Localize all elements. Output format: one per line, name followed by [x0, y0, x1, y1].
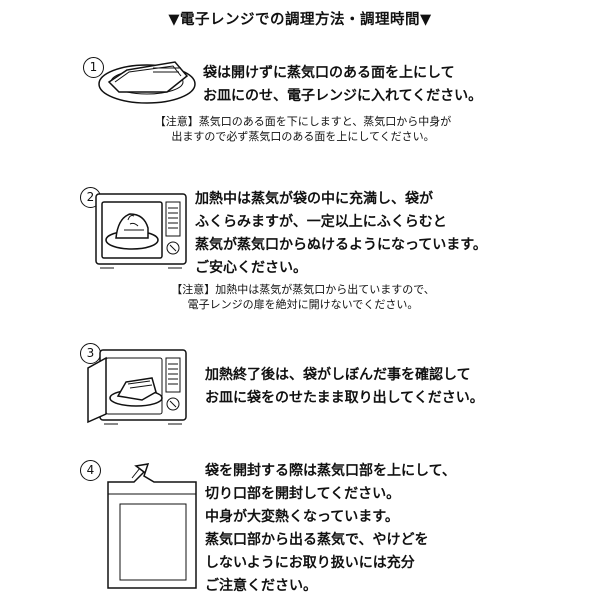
step-2-line: 加熱中は蒸気が袋の中に充満し、袋が: [195, 191, 433, 207]
step-4-line: 中身が大変熱くなっています。: [205, 509, 399, 525]
microwave-open-door-icon: [87, 349, 187, 425]
plate-with-bag-icon: [98, 61, 196, 104]
step-4-line: 切り口部を開封してください。: [205, 486, 401, 502]
step-3-line: 加熱終了後は、袋がしぼんだ事を確認して: [205, 367, 471, 383]
step-4-line: ご注意ください。: [205, 578, 317, 594]
step-1-note: 【注意】蒸気口のある面を下にしますと、蒸気口から中身が 出ますので必ず蒸気口のあ…: [118, 114, 488, 144]
step-3-text: 加熱終了後は、袋がしぼんだ事を確認して お皿に袋をのせたまま取り出してください。: [205, 364, 484, 410]
step-4-line: しないようにお取り扱いには充分: [205, 555, 415, 571]
step-2-note-line: 電子レンジの扉を絶対に開けないでください。: [187, 298, 419, 311]
step-4-line: 袋を開封する際は蒸気口部を上にして、: [205, 463, 456, 479]
microwave-heating-icon: [95, 193, 187, 269]
step-2-text: 加熱中は蒸気が袋の中に充満し、袋が ふくらみますが、一定以上にふくらむと 蒸気が…: [195, 188, 487, 280]
page-title: ▼電子レンジでの調理方法・調理時間▼: [168, 12, 432, 28]
step-1-line: お皿にのせ、電子レンジに入れてください。: [203, 88, 483, 104]
step-1-line: 袋は開けずに蒸気口のある面を上にして: [203, 65, 455, 81]
step-1-number: 1: [83, 57, 104, 78]
step-1-note-line: 出ますので必ず蒸気口のある面を上にしてください。: [171, 130, 435, 143]
step-3-line: お皿に袋をのせたまま取り出してください。: [205, 390, 484, 406]
step-4-number: 4: [80, 460, 101, 481]
step-1-text: 袋は開けずに蒸気口のある面を上にして お皿にのせ、電子レンジに入れてください。: [203, 62, 482, 108]
step-2-note: 【注意】加熱中は蒸気が蒸気口から出ていますので、 電子レンジの扉を絶対に開けない…: [128, 282, 478, 312]
bag-open-icon: [107, 463, 197, 589]
step-2-line: 蒸気が蒸気口からぬけるようになっています。: [195, 237, 487, 253]
step-4-text: 袋を開封する際は蒸気口部を上にして、 切り口部を開封してください。 中身が大変熱…: [205, 460, 456, 598]
step-2-line: ふくらみますが、一定以上にふくらむと: [195, 214, 447, 230]
step-1-note-line: 【注意】蒸気口のある面を下にしますと、蒸気口から中身が: [154, 115, 452, 128]
step-2-note-line: 【注意】加熱中は蒸気が蒸気口から出ていますので、: [171, 283, 435, 296]
step-2-line: ご安心ください。: [195, 260, 307, 276]
step-4-line: 蒸気口部から出る蒸気で、やけどを: [205, 532, 429, 548]
